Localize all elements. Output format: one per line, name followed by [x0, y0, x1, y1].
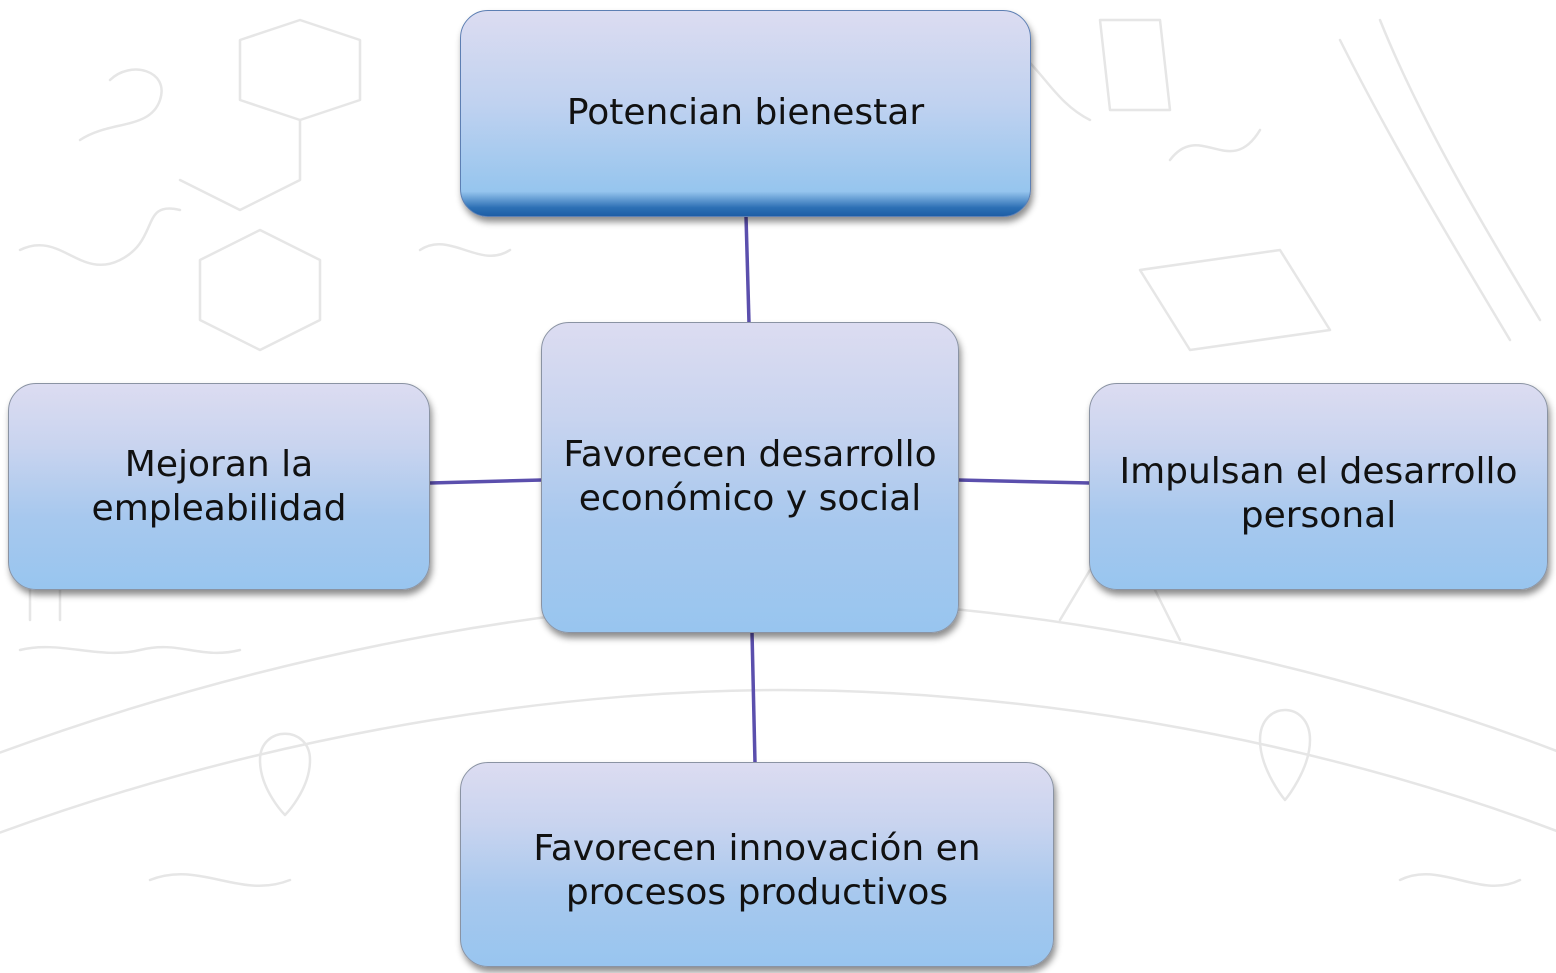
node-desarrollo-personal: Impulsan el desarrollo personal [1089, 383, 1548, 590]
node-label: Potencian bienestar [566, 92, 925, 133]
node-mejoran-empleabilidad: Mejoran la empleabilidad [8, 383, 430, 590]
node-potencian-bienestar: Potencian bienestar [460, 10, 1031, 217]
node-innovacion-procesos: Favorecen innovación en procesos product… [460, 762, 1054, 967]
node-label: Favorecen desarrollo económico y social [563, 434, 937, 519]
node-label: Impulsan el desarrollo personal [1119, 450, 1518, 536]
node-label: Favorecen innovación en procesos product… [533, 827, 981, 913]
node-label: Mejoran la empleabilidad [91, 443, 347, 529]
node-desarrollo-economico-social: Favorecen desarrollo económico y social [541, 322, 959, 633]
